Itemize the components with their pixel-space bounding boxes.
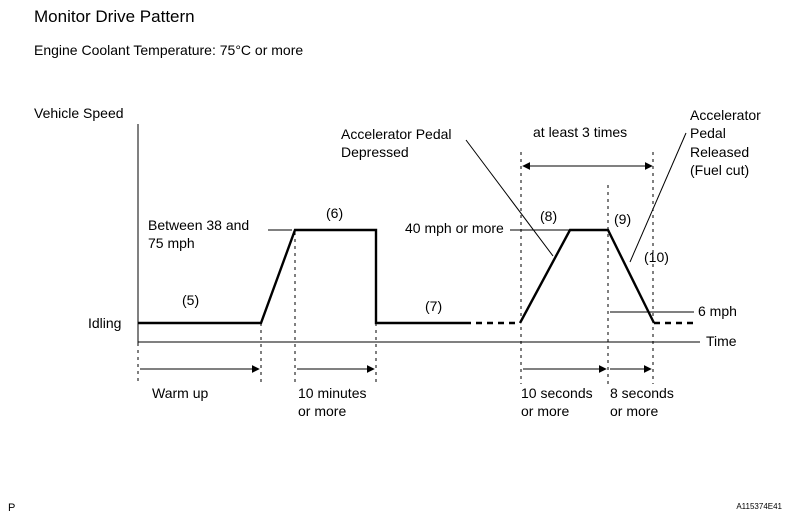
eight-seconds-line2: or more xyxy=(610,403,658,419)
speed-profile-part2 xyxy=(518,228,656,324)
figure-code: A115374E41 xyxy=(736,502,782,511)
pedal-depressed-leader xyxy=(465,139,554,257)
ten-minutes-line1: 10 minutes xyxy=(298,385,366,401)
idling-label: Idling xyxy=(88,315,121,331)
forty-mph-label: 40 mph or more xyxy=(405,220,504,236)
y-axis-label: Vehicle Speed xyxy=(34,105,124,121)
ten-seconds-line2: or more xyxy=(521,403,569,419)
between-label-line1: Between 38 and xyxy=(148,217,249,233)
step-10-label: (10) xyxy=(644,249,669,265)
ten-minutes-line2: or more xyxy=(298,403,346,419)
step-8-label: (8) xyxy=(540,208,557,224)
x-axis-label: Time xyxy=(706,333,737,349)
pedal-released-line2: Pedal xyxy=(690,125,726,141)
between-label-line2: 75 mph xyxy=(148,235,195,251)
pedal-released-line1: Accelerator xyxy=(690,107,761,123)
pedal-depressed-line2: Depressed xyxy=(341,144,409,160)
pedal-released-line3: Released xyxy=(690,144,749,160)
step-9-label: (9) xyxy=(614,211,631,227)
repeat-label: at least 3 times xyxy=(533,124,627,140)
step-7-label: (7) xyxy=(425,298,442,314)
speed-profile-part1 xyxy=(138,228,465,325)
coolant-condition: Engine Coolant Temperature: 75°C or more xyxy=(34,42,303,58)
step-6-label: (6) xyxy=(326,205,343,221)
warmup-label: Warm up xyxy=(152,385,208,401)
six-mph-label: 6 mph xyxy=(698,303,737,319)
ten-seconds-line1: 10 seconds xyxy=(521,385,593,401)
diagram-title: Monitor Drive Pattern xyxy=(34,7,195,26)
pedal-released-leader xyxy=(629,132,687,263)
step-5-label: (5) xyxy=(182,292,199,308)
footer-left-mark: P xyxy=(8,502,15,514)
pedal-depressed-line1: Accelerator Pedal xyxy=(341,126,452,142)
pedal-released-line4: (Fuel cut) xyxy=(690,162,749,178)
eight-seconds-line1: 8 seconds xyxy=(610,385,674,401)
